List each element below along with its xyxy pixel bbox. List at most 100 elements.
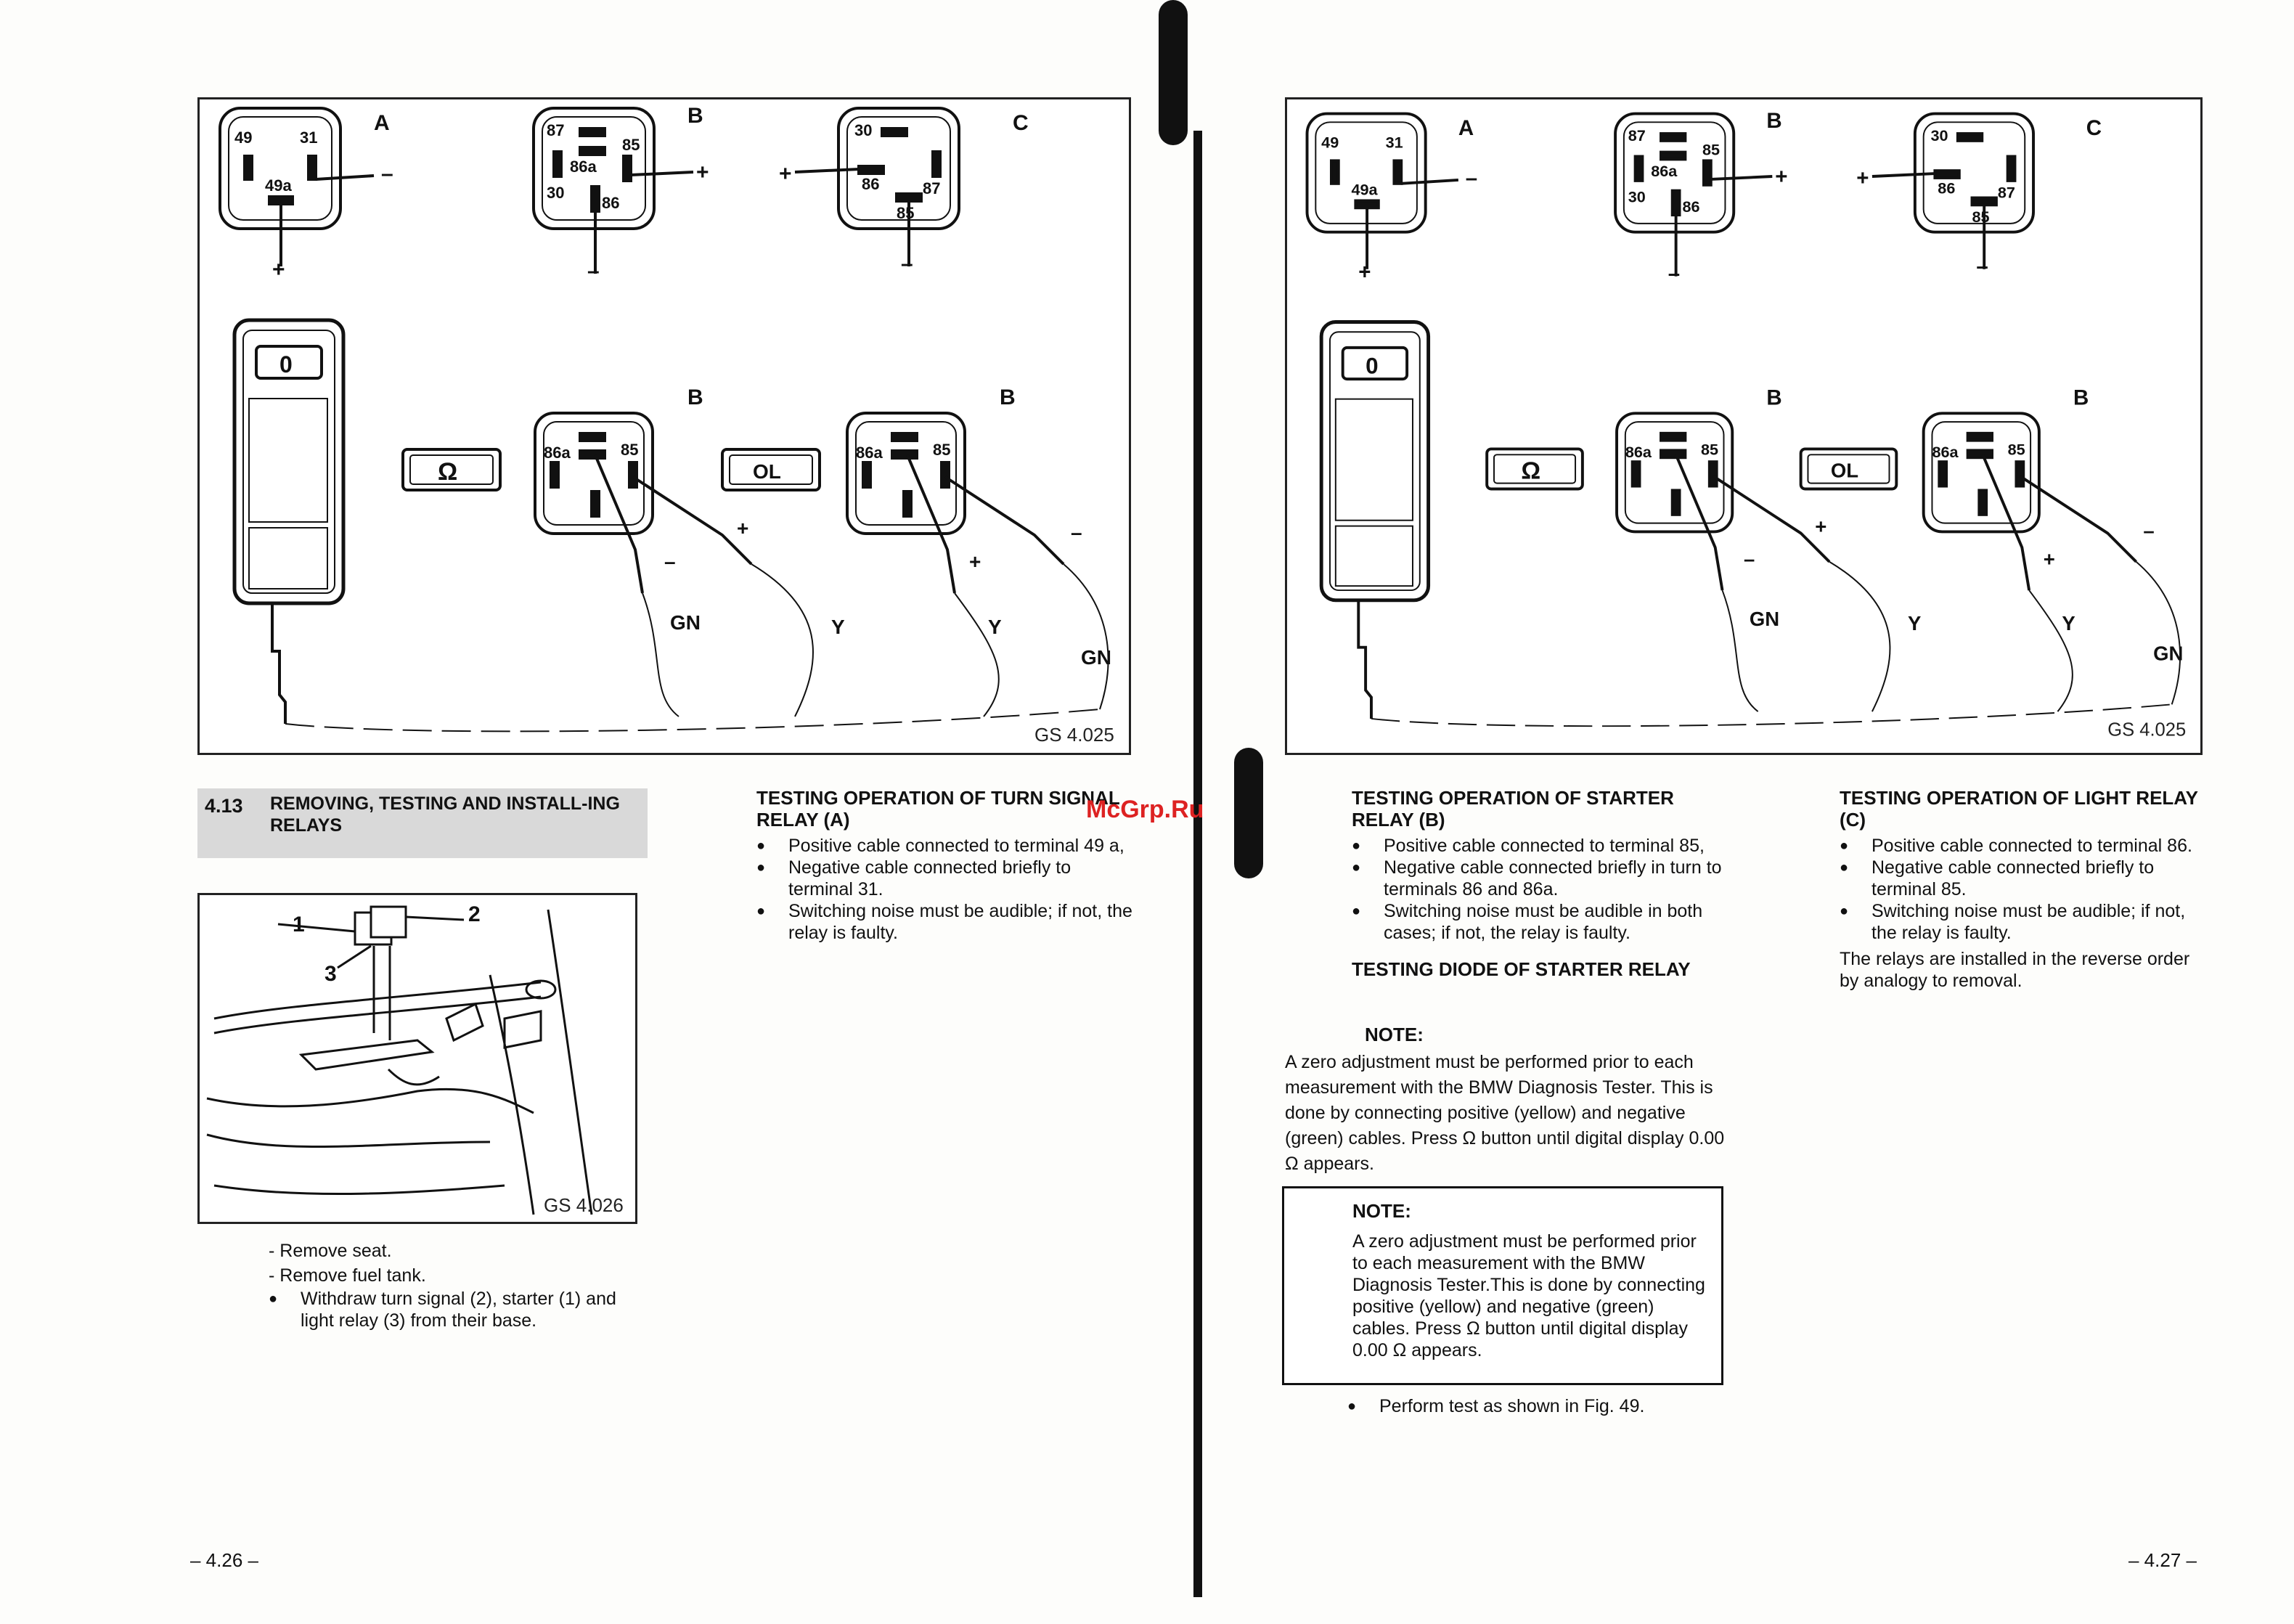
starter-heading: TESTING OPERATION OF STARTER RELAY (B): [1352, 787, 1674, 831]
terminal-label: 31: [1386, 134, 1403, 152]
step-text: Remove fuel tank.: [279, 1265, 426, 1286]
relay-a-label: A: [374, 111, 390, 135]
minus-sign: –: [1466, 166, 1477, 190]
note-box: NOTE: A zero adjustment must be performe…: [1282, 1186, 1723, 1385]
terminal-label: 87: [1998, 184, 2015, 202]
ol-button-label: OL: [753, 460, 781, 483]
step-remove-seat: - Remove seat.: [269, 1241, 392, 1261]
list-item: Negative cable connected briefly in turn…: [1352, 857, 1722, 900]
cable-gn-label: GN: [670, 611, 701, 634]
cable-gn-label: GN: [2153, 642, 2183, 664]
relay-c-label: C: [2086, 116, 2102, 140]
list-item: Negative cable connected briefly to term…: [756, 857, 1134, 900]
terminal-label: 86a: [544, 444, 571, 462]
terminal-label: 31: [300, 128, 317, 147]
terminal-label: 86a: [856, 444, 883, 462]
terminal-label: 86a: [1932, 443, 1959, 461]
relay-diagram: A B C 49 31 49a 87 85 86a 30 86 30 86 87…: [219, 104, 1114, 746]
terminal-label: 86a: [1625, 443, 1652, 461]
list-item: Negative cable connected briefly to term…: [1840, 857, 2211, 900]
relay-test-figure: A B C 49 31 49a 87 85 86a 30 86 30 86 87…: [197, 97, 1131, 755]
terminal-label: 85: [621, 441, 638, 459]
callout-3: 3: [324, 962, 337, 986]
test-relay-label: B: [687, 385, 703, 409]
terminal-label: 87: [923, 179, 940, 197]
terminal-label: 49a: [265, 176, 292, 195]
page-left: A B C 49 31 49a 87 85 86a 30 86 30 86 87…: [0, 0, 1147, 1624]
relay-b-label: B: [687, 104, 703, 128]
cable-y-label: Y: [988, 616, 1002, 638]
section-heading: 4.13 REMOVING, TESTING AND INSTALL-ING R…: [197, 788, 648, 858]
list-item: Switching noise must be audible; if not,…: [756, 900, 1134, 944]
relay-diagram: A B C 49 31 49a 87 85 86a 30 86 30 86 87…: [1305, 109, 2186, 740]
terminal-label: 30: [1628, 187, 1646, 205]
perform-bullet: Perform test as shown in Fig. 49.: [1347, 1395, 1710, 1417]
terminal-label: 85: [1701, 440, 1718, 458]
relay-c-label: C: [1013, 111, 1029, 135]
list-item: Positive cable connected to terminal 49 …: [756, 835, 1134, 857]
plus-sign: +: [1775, 165, 1787, 189]
terminal-label: 86: [1938, 179, 1955, 197]
starter-list: Positive cable connected to terminal 85,…: [1352, 835, 1722, 944]
step-text: Remove seat.: [279, 1241, 392, 1261]
section-title: REMOVING, TESTING AND INSTALL-ING RELAYS: [270, 793, 620, 836]
relay-a-label: A: [1458, 116, 1474, 140]
terminal-label: 87: [547, 121, 564, 139]
callout-1: 1: [293, 913, 305, 937]
terminal-label: 85: [1972, 208, 1990, 226]
minus-sign: –: [1668, 262, 1680, 286]
ohm-button-label: Ω: [438, 458, 457, 486]
terminal-label: 86: [602, 194, 619, 212]
minus-sign: –: [1976, 255, 1988, 279]
terminal-label: 86a: [570, 158, 597, 176]
cable-y-label: Y: [831, 616, 845, 638]
step-remove-tank: - Remove fuel tank.: [269, 1265, 426, 1286]
turn-signal-heading: TESTING OPERATION OF TURN SIGNAL RELAY (…: [756, 787, 1120, 831]
list-item: Positive cable connected to terminal 85,: [1352, 835, 1722, 857]
box-note-text: A zero adjustment must be performed prio…: [1352, 1231, 1705, 1360]
cable-y-label: Y: [1908, 612, 1921, 634]
test-relay-label: B: [1000, 385, 1016, 409]
turn-signal-list: Positive cable connected to terminal 49 …: [756, 835, 1134, 944]
terminal-label: 86a: [1651, 162, 1678, 180]
terminal-label: 49: [1321, 134, 1339, 152]
spine-shadow-top: [1159, 0, 1188, 145]
terminal-label: 49a: [1351, 181, 1378, 199]
terminal-label: 86: [862, 175, 879, 193]
terminal-label: 85: [2008, 440, 2025, 458]
page-number-right: – 4.27 –: [2128, 1549, 2197, 1571]
ol-button-label: OL: [1831, 460, 1858, 482]
terminal-label: 85: [933, 441, 950, 459]
terminal-label: 30: [854, 121, 872, 139]
section-number: 4.13: [205, 795, 243, 817]
page-right: A B C 49 31 49a 87 85 86a 30 86 30 86 87…: [1147, 0, 2294, 1624]
minus-sign: –: [587, 259, 600, 283]
test-relay-label: B: [2073, 386, 2089, 410]
plus-sign: +: [969, 550, 981, 573]
withdraw-list: Withdraw turn signal (2), starter (1) an…: [269, 1288, 646, 1331]
test-relay-label: B: [1766, 386, 1781, 410]
plus-sign: +: [1856, 166, 1869, 190]
figure-id: GS 4.025: [1034, 724, 1114, 746]
minus-sign: –: [1744, 548, 1755, 571]
terminal-label: 85: [622, 136, 640, 154]
cable-gn-label: GN: [1750, 608, 1779, 630]
reinstall-text: The relays are installed in the reverse …: [1840, 949, 2190, 991]
callout-2: 2: [468, 902, 481, 926]
withdraw-bullet: Withdraw turn signal (2), starter (1) an…: [269, 1288, 646, 1331]
light-heading: TESTING OPERATION OF LIGHT RELAY (C): [1840, 787, 2198, 831]
cable-y-label: Y: [2062, 612, 2075, 634]
minus-sign: –: [381, 162, 393, 186]
box-note-label: NOTE:: [1352, 1200, 1411, 1222]
relay-location-drawing: 1 2 3 GS 4.026: [206, 902, 624, 1216]
relay-b-label: B: [1766, 109, 1781, 133]
note-text: A zero adjustment must be performed prio…: [1285, 1052, 1725, 1174]
minus-sign: –: [664, 550, 676, 573]
plus-sign: +: [1815, 515, 1826, 537]
diode-heading: TESTING DIODE OF STARTER RELAY: [1352, 958, 1691, 980]
relay-test-figure: A B C 49 31 49a 87 85 86a 30 86 30 86 87…: [1285, 97, 2203, 755]
minus-sign: –: [901, 252, 913, 276]
meter-display: 0: [1366, 353, 1378, 378]
terminal-label: 30: [1930, 126, 1948, 144]
plus-sign: +: [696, 160, 709, 184]
